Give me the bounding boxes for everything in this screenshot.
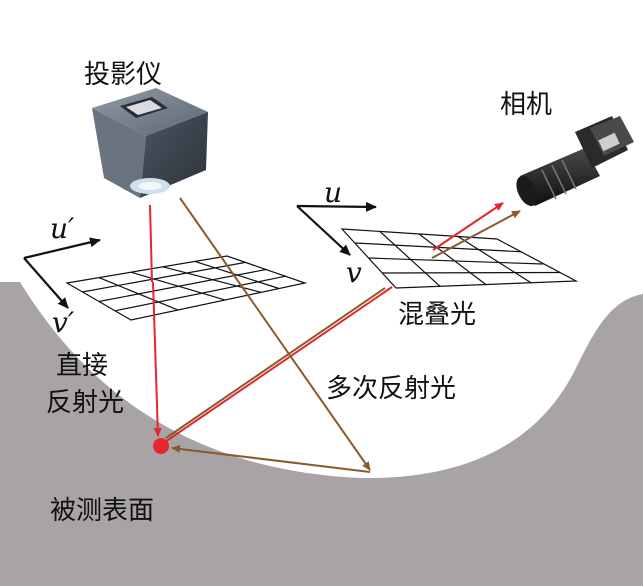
direct-light-label-line2: 反射光 [46, 388, 125, 418]
camera-axes [296, 201, 377, 256]
surface-label: 被测表面 [50, 496, 155, 526]
projector-label: 投影仪 [84, 60, 163, 90]
surface-point [153, 438, 169, 454]
camera-grid [340, 228, 579, 289]
direct-light-rays [149, 202, 504, 445]
measured-surface [0, 282, 643, 586]
direct-light-label-line1: 直接 [56, 351, 109, 381]
projector-icon [92, 88, 208, 198]
camera-label: 相机 [500, 90, 553, 120]
multi-reflection-rays [165, 197, 521, 473]
projector-axis-u-label: u′ [50, 212, 75, 245]
projector-grid [65, 255, 308, 321]
camera-axis-v-label: v [346, 256, 362, 289]
camera-axis-u-label: u [324, 176, 343, 209]
multi-reflection-label: 多次反射光 [326, 374, 457, 404]
camera-icon [516, 116, 634, 206]
mixed-light-label: 混叠光 [398, 300, 477, 330]
projector-axes [23, 237, 101, 309]
projector-axis-v-label: v′ [52, 306, 75, 339]
